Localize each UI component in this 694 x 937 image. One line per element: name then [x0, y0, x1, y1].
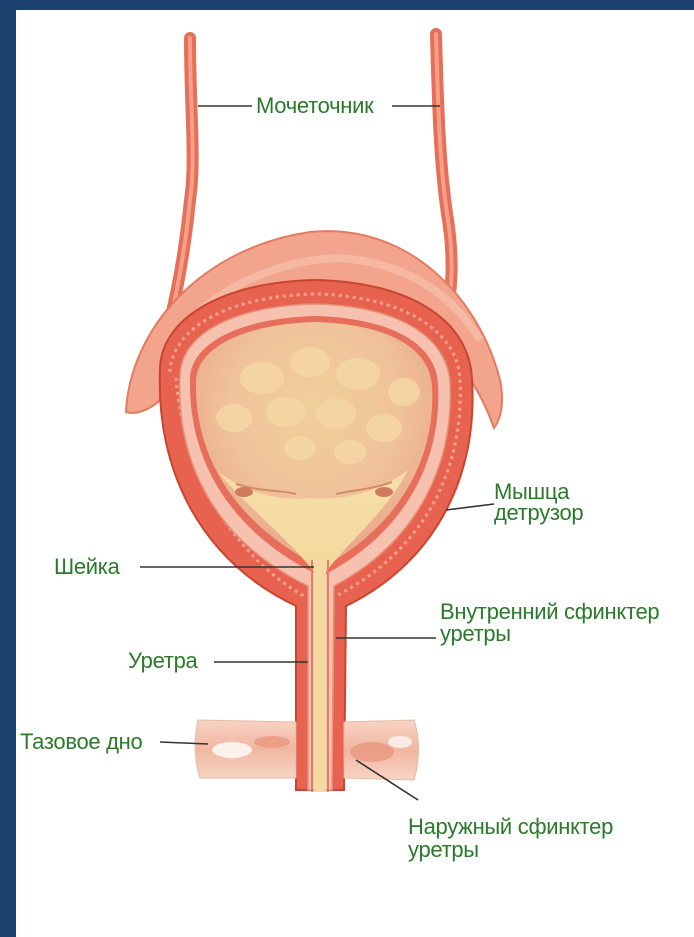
label-ureter: Мочеточник: [256, 96, 373, 116]
label-urethra: Уретра: [128, 651, 197, 671]
label-neck: Шейка: [54, 557, 120, 577]
left-ureter: [170, 38, 193, 320]
label-internal-sphincter-line1: Внутренний сфинктер: [440, 602, 659, 622]
leader-detrusor: [446, 504, 494, 510]
label-external-sphincter-line2: уретры: [408, 840, 479, 860]
label-internal-sphincter-line2: уретры: [440, 624, 511, 644]
urethra-tube: [314, 560, 326, 792]
label-detrusor-line1: Мышца: [494, 482, 569, 502]
label-pelvic-floor: Тазовое дно: [20, 732, 142, 752]
label-detrusor-line2: детрузор: [494, 503, 583, 523]
label-external-sphincter-line1: Наружный сфинктер: [408, 817, 613, 837]
